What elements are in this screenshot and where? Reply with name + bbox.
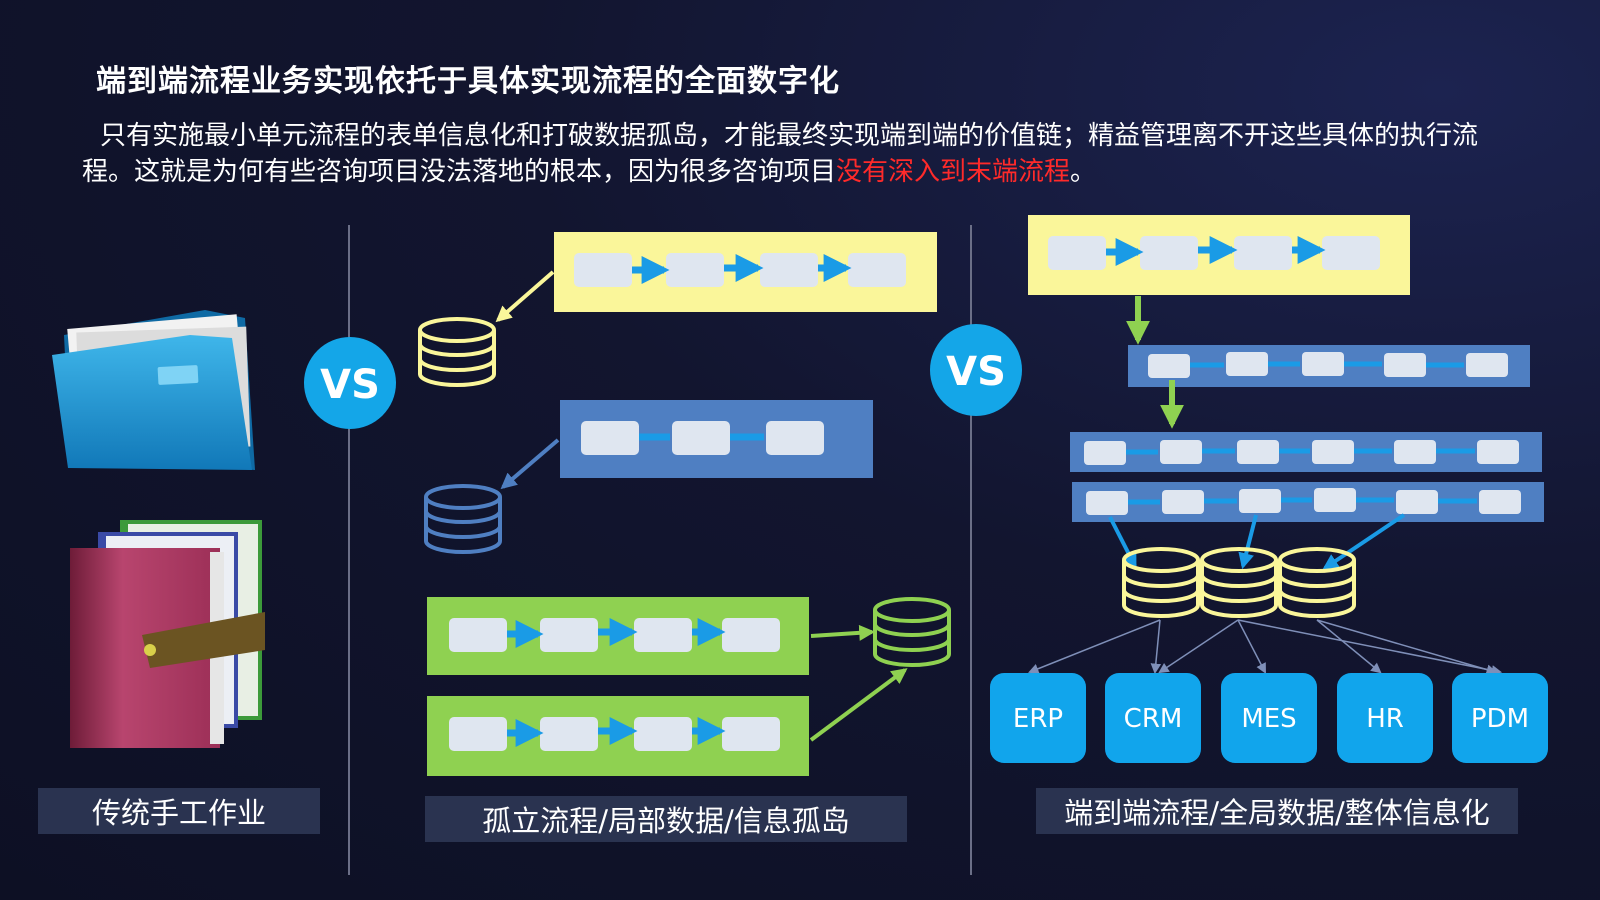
- shared-database-icon-1: [1122, 547, 1200, 618]
- caption-isolated: 孤立流程/局部数据/信息孤岛: [425, 796, 907, 842]
- arrow-green1-to-db: [810, 624, 876, 641]
- vs-label-left: VS: [320, 362, 380, 408]
- arrow-yellow-to-db: [495, 270, 555, 323]
- database-icon-blue: [424, 484, 502, 554]
- arrow-to-db-3: [1322, 513, 1406, 570]
- page-title: 端到端流程业务实现依托于具体实现流程的全面数字化: [96, 64, 840, 99]
- db-to-system-connectors: [1028, 619, 1503, 676]
- isolated-process-green-2: [427, 696, 809, 776]
- divider-right: [970, 225, 972, 875]
- caption-traditional: 传统手工作业: [38, 788, 320, 834]
- divider-left: [348, 225, 350, 875]
- end-to-end-process-4: [1072, 482, 1544, 522]
- books-icon: [70, 520, 265, 748]
- shared-database-icon-2: [1200, 547, 1278, 618]
- description-highlight: 没有深入到末端流程: [836, 157, 1071, 187]
- system-label-hr: HR: [1366, 704, 1404, 734]
- vs-circle-right: [930, 324, 1022, 416]
- arrow-to-db-1: [1108, 516, 1137, 569]
- database-icon-yellow: [418, 317, 496, 387]
- system-pdm: PDM: [1452, 673, 1548, 763]
- system-mes: MES: [1221, 673, 1317, 763]
- end-to-end-top-process: [1028, 215, 1410, 295]
- description: 只有实施最小单元流程的表单信息化和打破数据孤岛，才能最终实现端到端的价值链；精益…: [82, 118, 1502, 190]
- end-to-end-process-3: [1070, 432, 1542, 472]
- folder-icon: [52, 310, 255, 470]
- arrow-to-db-2: [1238, 514, 1258, 570]
- caption-end-to-end: 端到端流程/全局数据/整体信息化: [1036, 788, 1518, 834]
- database-icon-green: [873, 597, 951, 667]
- system-erp: ERP: [990, 673, 1086, 763]
- system-label-crm: CRM: [1124, 704, 1183, 734]
- arrow-green2-to-db: [809, 668, 908, 742]
- system-label-erp: ERP: [1013, 704, 1063, 734]
- system-crm: CRM: [1105, 673, 1201, 763]
- description-text: 只有实施最小单元流程的表单信息化和打破数据孤岛，才能最终实现端到端的价值链；精益…: [82, 121, 1479, 187]
- arrow-blue-to-db: [500, 438, 560, 490]
- system-hr: HR: [1337, 673, 1433, 763]
- isolated-process-blue: [560, 400, 873, 478]
- vs-circle-left: [304, 337, 396, 429]
- system-label-mes: MES: [1241, 704, 1296, 734]
- vs-label-right: VS: [946, 349, 1006, 395]
- shared-database-icon-3: [1278, 547, 1356, 618]
- isolated-process-green-1: [427, 597, 809, 675]
- description-end: 。: [1070, 157, 1097, 187]
- end-to-end-process-2: [1128, 345, 1530, 387]
- system-label-pdm: PDM: [1471, 704, 1529, 734]
- isolated-process-yellow: [554, 232, 937, 312]
